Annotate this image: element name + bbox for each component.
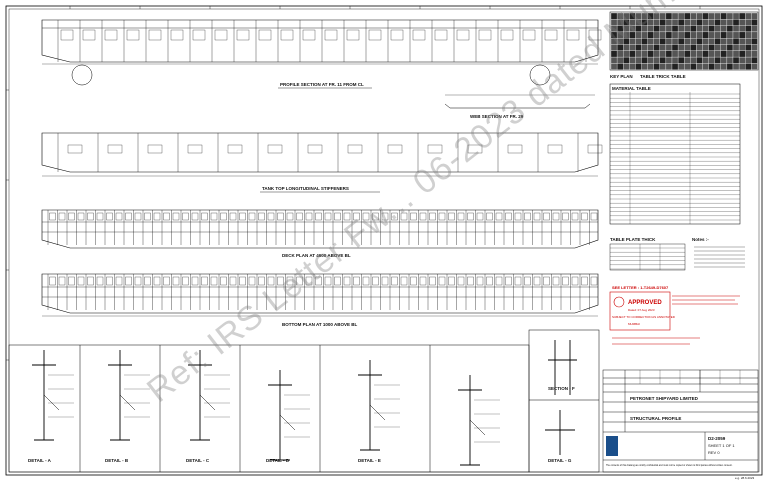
web-section-drawing <box>444 94 595 109</box>
plate-thickness-title: TABLE PLATE THICK <box>610 237 656 242</box>
revision-number: REV 0 <box>708 450 720 455</box>
sheet-border <box>5 5 763 476</box>
material-table-title: MATERIAL TABLE <box>612 86 651 91</box>
tank-top-frames <box>57 133 603 172</box>
frame-spacing-grid <box>610 12 758 70</box>
bottom-plan-frames <box>47 274 598 310</box>
approval-stamp: SEE LETTER : 1-T2649-D7607 APPROVED Date… <box>609 285 740 345</box>
detail-b-label: DETAIL - B <box>105 458 129 463</box>
stamp-place: MUMBAI <box>628 322 640 326</box>
top-profile-drawing <box>41 19 599 65</box>
web-section-title: WEB SECTION AT FR. 29 <box>470 114 524 119</box>
detail-e-label: DETAIL - E <box>358 458 381 463</box>
tank-top-drawing <box>41 132 599 177</box>
bottom-plan-drawing <box>41 273 599 317</box>
detail-a-label: DETAIL - A <box>28 458 52 463</box>
detail-callout-circle <box>71 64 93 86</box>
material-table <box>609 83 741 225</box>
stamp-date: Dated: 07 Aug 2023 <box>628 308 655 312</box>
plate-thickness-table <box>609 243 686 271</box>
company-logo <box>606 436 618 456</box>
footer-note: The contents of this drawing are strictl… <box>606 464 733 467</box>
detail-callout-circle <box>529 64 551 86</box>
deck-plan-drawing <box>41 209 599 249</box>
stamp-status: APPROVED <box>628 300 662 306</box>
stamp-heading: SEE LETTER : 1-T2649-D7607 <box>612 285 669 290</box>
detail-panels-frame <box>8 329 600 473</box>
section-f-label: SECTION - F <box>548 386 575 391</box>
top-profile-frames <box>57 20 602 62</box>
title-block-frame <box>602 369 759 473</box>
material-table-rows <box>610 92 740 224</box>
key-plan-label: KEY PLAN <box>610 74 633 79</box>
deck-plan-title: DECK PLAN AT 4600 ABOVE BL <box>282 253 351 258</box>
detail-c-label: DETAIL - C <box>186 458 210 463</box>
top-profile-title: PROFILE SECTION AT FR. 11 FROM CL <box>280 82 364 87</box>
stamp-note: SUBJECT TO CORRECTION AS ANNOTATED <box>612 315 676 319</box>
detail-d-label: DETAIL - D <box>266 458 290 463</box>
corner-reference: e.g. 28.6.2023 <box>735 476 755 480</box>
drawing-title: STRUCTURAL PROFILE <box>630 416 681 421</box>
grid-header: TABLE TRICK TABLE <box>640 74 686 79</box>
detail-sketches <box>32 340 577 466</box>
company-name: PETRONET SHIPYARD LIMITED <box>630 396 699 401</box>
notes-title: Notes :- <box>692 237 709 242</box>
sheet-number: SHEET 1 OF 1 <box>708 443 735 448</box>
stamp-logo-icon <box>613 296 625 308</box>
tank-top-title: TANK TOP LONGITUDINAL STIFFENERS <box>262 186 349 191</box>
detail-g-label: DETAIL - G <box>548 458 572 463</box>
border-ticks <box>6 6 701 361</box>
drawing-number: D2-2059 <box>708 436 726 441</box>
bottom-plan-title: BOTTOM PLAN AT 1000 ABOVE BL <box>282 322 358 327</box>
deck-plan-frames <box>47 210 598 245</box>
